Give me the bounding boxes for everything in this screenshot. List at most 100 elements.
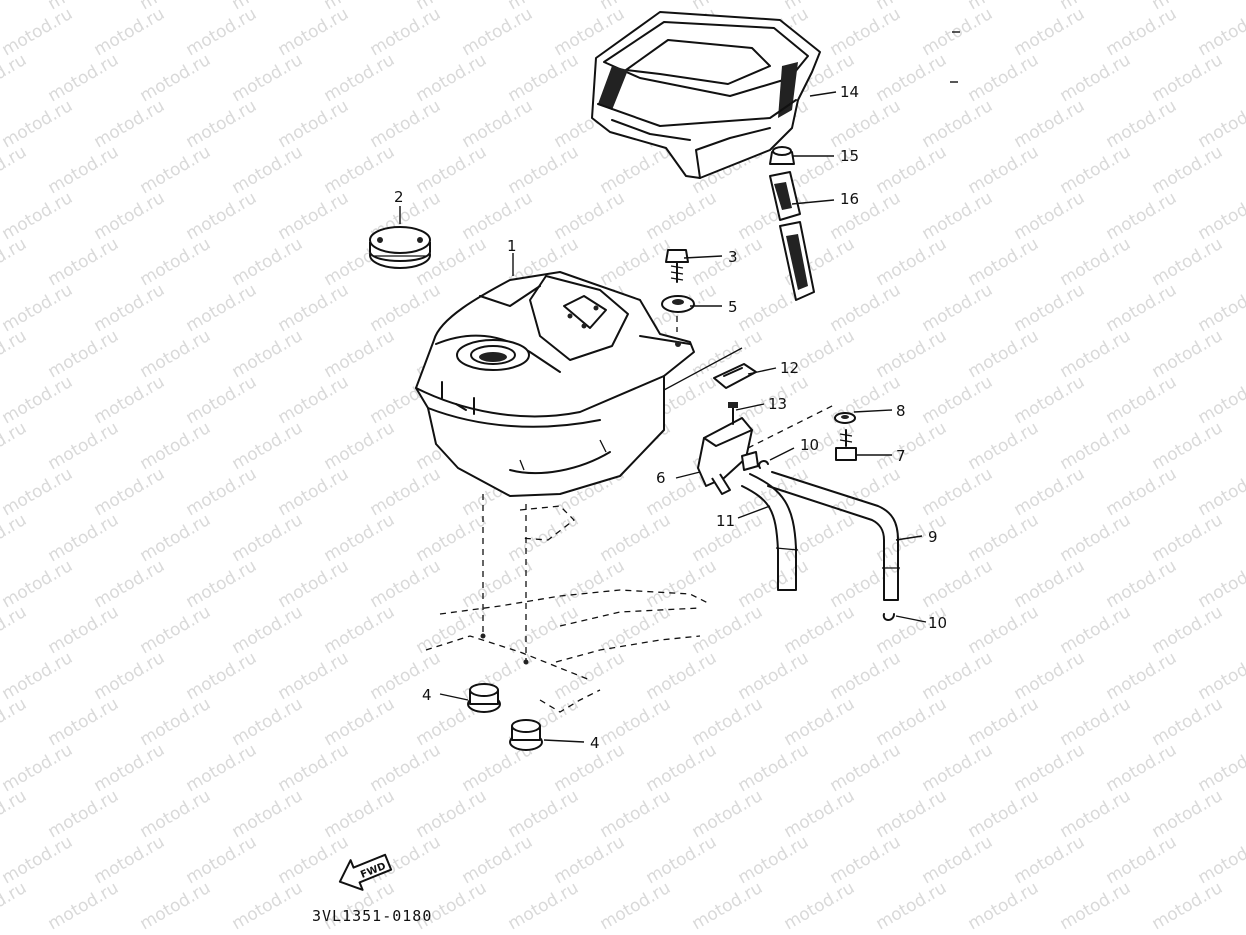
- watermark-text: motod.ru: [551, 556, 629, 612]
- watermark-text: motod.ru: [827, 4, 905, 60]
- watermark-text: motod.ru: [735, 740, 813, 796]
- watermark-text: motod.ru: [275, 96, 353, 152]
- watermark-text: motod.ru: [137, 142, 215, 198]
- watermark-text: motod.ru: [0, 0, 30, 14]
- watermark-text: motod.ru: [459, 832, 537, 888]
- watermark-text: motod.ru: [1011, 832, 1089, 888]
- watermark-text: motod.ru: [229, 234, 307, 290]
- callout-1: 1: [507, 237, 517, 255]
- watermark-text: motod.ru: [919, 188, 997, 244]
- watermark-text: motod.ru: [1195, 740, 1246, 796]
- watermark-text: motod.ru: [275, 188, 353, 244]
- watermark-text: motod.ru: [0, 234, 30, 290]
- watermark-text: motod.ru: [137, 234, 215, 290]
- watermark-text: motod.ru: [183, 280, 261, 336]
- watermark-text: motod.ru: [0, 740, 76, 796]
- watermark-text: motod.ru: [689, 694, 767, 750]
- watermark-text: motod.ru: [1149, 510, 1227, 566]
- watermark-text: motod.ru: [965, 418, 1043, 474]
- watermark-text: motod.ru: [367, 648, 445, 704]
- watermark-text: motod.ru: [413, 142, 491, 198]
- watermark-text: motod.ru: [229, 50, 307, 106]
- watermark-text: motod.ru: [183, 740, 261, 796]
- watermark-text: motod.ru: [827, 740, 905, 796]
- hose-clip-part-10a: [758, 460, 769, 469]
- watermark-text: motod.ru: [275, 280, 353, 336]
- watermark-text: motod.ru: [551, 832, 629, 888]
- watermark-text: motod.ru: [0, 786, 30, 842]
- watermark-text: motod.ru: [0, 648, 76, 704]
- watermark-text: motod.ru: [597, 142, 675, 198]
- watermark-text: motod.ru: [873, 234, 951, 290]
- watermark-text: motod.ru: [965, 878, 1043, 934]
- drain-hose-part-16: [769, 171, 815, 301]
- watermark-text: motod.ru: [873, 50, 951, 106]
- callout-8: 8: [896, 402, 906, 420]
- watermark-text: motod.ru: [1011, 372, 1089, 428]
- watermark-text: motod.ru: [1103, 832, 1181, 888]
- watermark-text: motod.ru: [919, 648, 997, 704]
- watermark-text: motod.ru: [321, 418, 399, 474]
- watermark-text: motod.ru: [643, 740, 721, 796]
- watermark-text: motod.ru: [275, 4, 353, 60]
- diagram-code: 3VL1351-0180: [312, 907, 432, 925]
- watermark-text: motod.ru: [275, 464, 353, 520]
- watermark-text: motod.ru: [137, 418, 215, 474]
- damper-part-4b: [509, 719, 543, 751]
- watermark-text: motod.ru: [873, 142, 951, 198]
- drain-screw-part-7: [835, 429, 857, 461]
- watermark-text: motod.ru: [45, 50, 123, 106]
- watermark-text: motod.ru: [229, 694, 307, 750]
- watermark-text: motod.ru: [1103, 648, 1181, 704]
- watermark-text: motod.ru: [965, 786, 1043, 842]
- watermark-text: motod.ru: [505, 510, 583, 566]
- watermark-text: motod.ru: [367, 740, 445, 796]
- watermark-text: motod.ru: [1195, 464, 1246, 520]
- watermark-text: motod.ru: [505, 602, 583, 658]
- watermark-text: motod.ru: [183, 4, 261, 60]
- watermark-text: motod.ru: [643, 648, 721, 704]
- watermark-text: motod.ru: [137, 50, 215, 106]
- leader-lines: [399, 91, 927, 743]
- watermark-text: motod.ru: [1103, 464, 1181, 520]
- watermark-text: motod.ru: [459, 556, 537, 612]
- watermark-text: motod.ru: [1149, 234, 1227, 290]
- watermark-text: motod.ru: [229, 142, 307, 198]
- watermark-text: motod.ru: [781, 878, 859, 934]
- watermark-text: motod.ru: [45, 234, 123, 290]
- watermark-text: motod.ru: [1149, 602, 1227, 658]
- callout-14: 14: [840, 83, 859, 101]
- watermark-text: motod.ru: [367, 4, 445, 60]
- callout-7: 7: [896, 447, 906, 465]
- watermark-text: motod.ru: [643, 832, 721, 888]
- callout-2: 2: [394, 188, 404, 206]
- watermark-text: motod.ru: [689, 786, 767, 842]
- watermark-text: motod.ru: [91, 832, 169, 888]
- watermark-text: motod.ru: [321, 510, 399, 566]
- watermark-text: motod.ru: [0, 50, 30, 106]
- watermark-text: motod.ru: [321, 142, 399, 198]
- watermark-text: motod.ru: [91, 372, 169, 428]
- watermark-text: motod.ru: [413, 510, 491, 566]
- hose-clip-part-10b: [882, 613, 895, 621]
- watermark-text: motod.ru: [965, 234, 1043, 290]
- watermark-text: motod.ru: [781, 786, 859, 842]
- watermark-text: motod.ru: [0, 188, 76, 244]
- watermark-text: motod.ru: [827, 648, 905, 704]
- watermark-text: motod.ru: [1011, 740, 1089, 796]
- watermark-text: motod.ru: [505, 50, 583, 106]
- watermark-text: motod.ru: [45, 510, 123, 566]
- watermark-text: motod.ru: [229, 418, 307, 474]
- watermark-text: motod.ru: [1103, 556, 1181, 612]
- watermark-text: motod.ru: [91, 464, 169, 520]
- watermark-text: motod.ru: [505, 142, 583, 198]
- watermark-text: motod.ru: [919, 832, 997, 888]
- watermark-text: motod.ru: [1149, 878, 1227, 934]
- storage-box-part-14: [591, 11, 821, 179]
- watermark-text: motod.ru: [919, 740, 997, 796]
- watermark-text: motod.ru: [1103, 188, 1181, 244]
- watermark-text: motod.ru: [919, 372, 997, 428]
- watermark-text: motod.ru: [0, 372, 76, 428]
- watermark-text: motod.ru: [0, 602, 30, 658]
- watermark-text: motod.ru: [321, 602, 399, 658]
